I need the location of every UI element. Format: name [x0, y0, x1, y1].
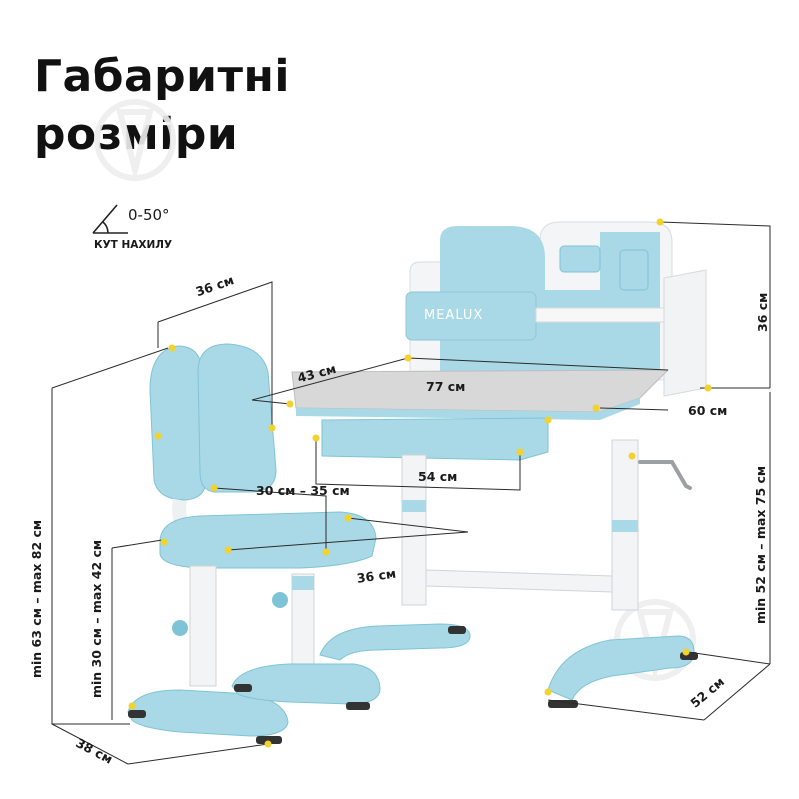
pen-cup-right — [619, 249, 649, 291]
brand-logo: MEALUX — [424, 308, 484, 323]
chair-knob-left — [172, 620, 188, 636]
chair-knob-right — [272, 592, 288, 608]
chair — [127, 343, 381, 744]
dim-drawer-width: 54 см — [418, 469, 458, 484]
dim-desk-height-range: min 52 см – max 75 см — [753, 465, 768, 624]
tilt-angle-value: 0-50° — [128, 206, 170, 224]
desk-foot-right — [547, 635, 695, 701]
dim-desk-width: 77 см — [426, 379, 466, 394]
dim-chair-height-range: min 63 см – max 82 см — [29, 519, 44, 678]
chair-foot-left — [127, 689, 289, 737]
chair-column-left — [189, 565, 217, 687]
title-line-1: Габаритні — [34, 51, 290, 102]
desk — [291, 221, 707, 708]
desk-drawer — [321, 417, 549, 461]
desk-leg-left — [401, 454, 427, 606]
crank-handle — [638, 460, 692, 490]
dim-superstructure-height: 36 см — [755, 292, 770, 332]
tilt-angle-icon — [92, 204, 128, 234]
dim-seat-depth-range: 30 см – 35 см — [256, 483, 350, 498]
dim-desk-depth-right: 60 см — [688, 403, 728, 418]
title-line-2: розміри — [34, 109, 239, 160]
desk-top — [291, 369, 670, 413]
tilt-angle-label: КУТ НАХИЛУ — [94, 239, 173, 251]
dimension-lines — [51, 221, 771, 765]
desk-foot-left — [319, 623, 471, 661]
desk-side-panel — [663, 269, 707, 397]
chair-foot-right — [231, 663, 381, 705]
chair-seat — [159, 511, 377, 569]
pen-cup-left — [559, 245, 601, 273]
page-title: Габаритні розміри — [34, 48, 290, 164]
chair-backrest-right — [197, 343, 277, 493]
dimension-markers — [128, 218, 712, 748]
dim-seat-height-range: min 30 см – max 42 см — [89, 539, 104, 698]
desk-shelf — [535, 307, 667, 323]
